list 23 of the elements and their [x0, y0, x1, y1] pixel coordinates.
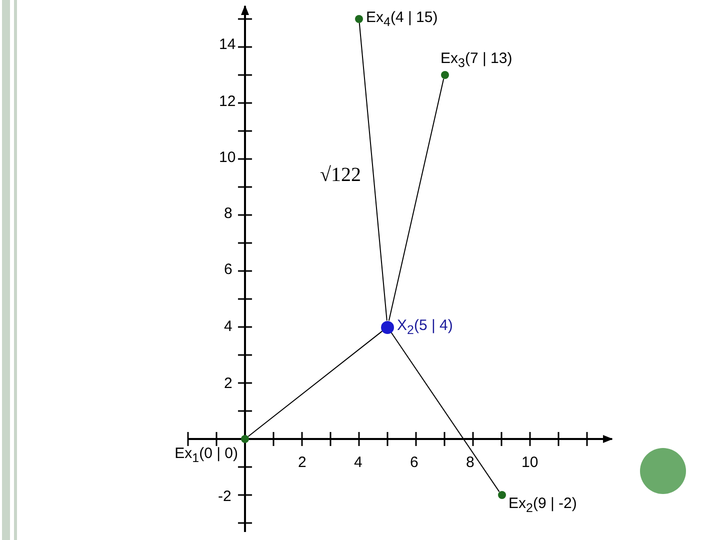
axis-tick-label: 2: [298, 454, 306, 470]
axis-tick-label: 10: [219, 148, 236, 166]
point-label: X$_{2}$(5 | 4): [397, 317, 453, 337]
axis-tick-label: 4: [224, 318, 232, 334]
point-label: Ex$_{3}$(7 | 13): [440, 50, 512, 70]
point-label: Ex$_{2}$(9 | -2): [508, 495, 577, 515]
point-label: Ex$_{4}$(4 | 15): [366, 9, 438, 29]
axis-tick-label: 6: [224, 260, 232, 278]
axis-tick-label: 10: [522, 454, 538, 470]
line-segment: [358, 22, 388, 322]
line-segment: [248, 330, 383, 438]
line-segment: [388, 78, 444, 322]
axis-tick-label: 6: [410, 454, 418, 470]
line-segment: [390, 332, 500, 492]
axis-tick-label: 14: [219, 36, 236, 52]
axis-tick-label: -2: [218, 488, 232, 504]
axis-tick-label: 12: [219, 92, 236, 110]
axis-tick-label: 8: [224, 204, 232, 222]
edge-length-label: √122: [320, 164, 361, 186]
axis-tick-label: 4: [354, 454, 362, 470]
point-label: Ex$_{1}$(0 | 0): [174, 445, 238, 465]
axis-tick-label: 8: [466, 454, 474, 470]
axis-tick-label: 2: [224, 374, 232, 392]
